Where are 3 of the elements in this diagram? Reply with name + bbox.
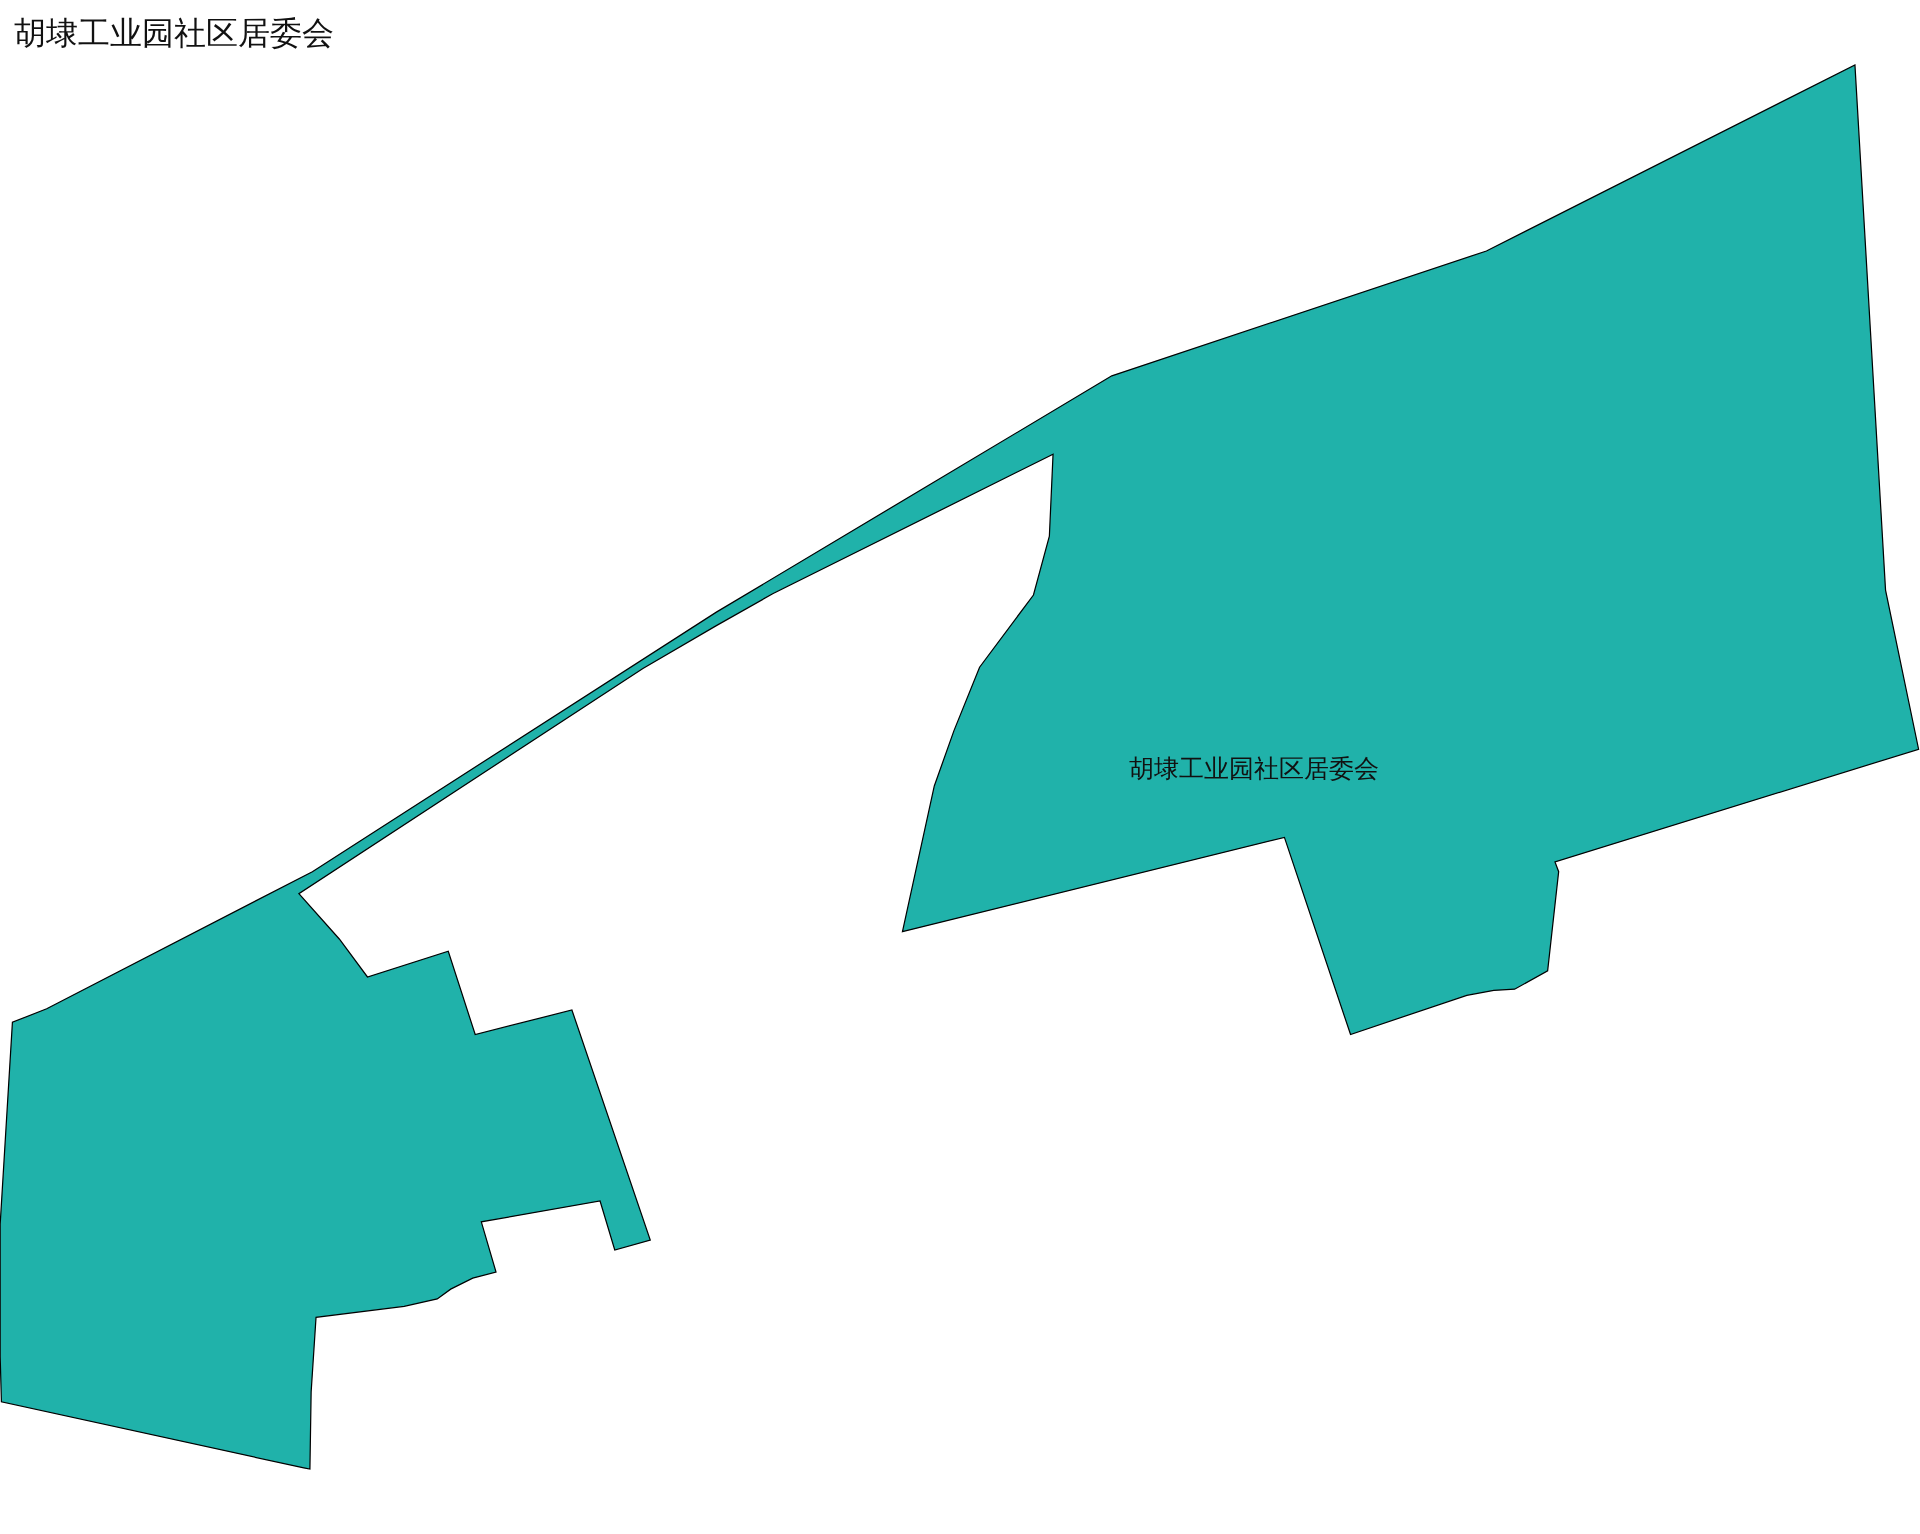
area-label: 胡埭工业园社区居委会 [1129, 752, 1379, 785]
map-title: 胡埭工业园社区居委会 [14, 13, 334, 54]
district-area [0, 63, 1920, 1470]
